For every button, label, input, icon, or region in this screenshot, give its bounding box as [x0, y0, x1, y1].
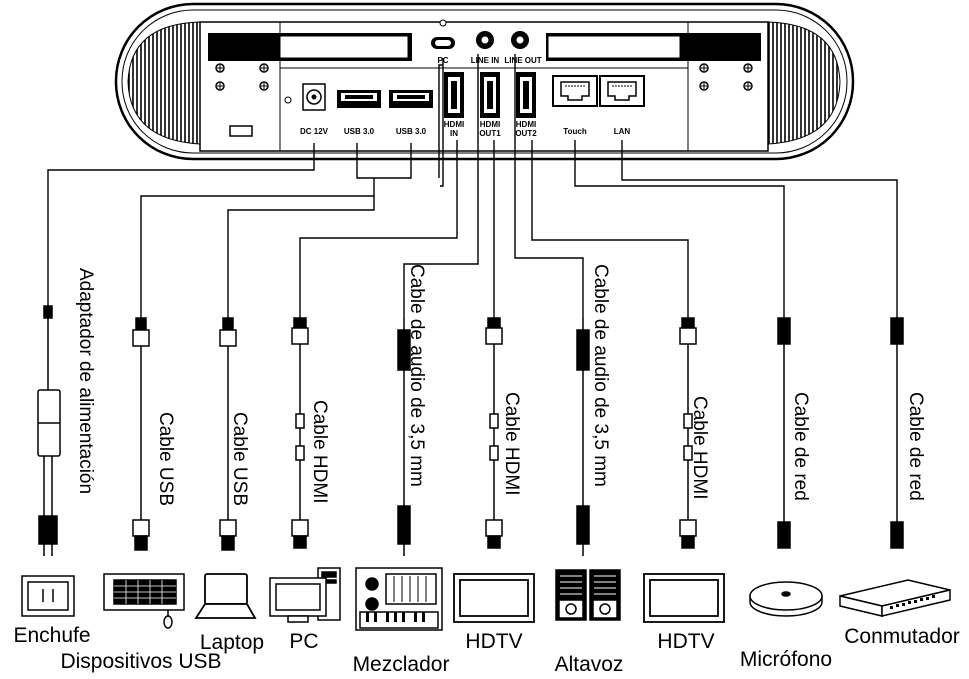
cable-label-audio-2: Cable de audio de 3,5 mm — [590, 264, 611, 487]
wire-lan — [621, 140, 898, 318]
wire-hdmi-in — [299, 140, 458, 318]
device-label-pc: PC — [289, 630, 318, 653]
cable-label-usb-1: Cable USB — [155, 412, 176, 506]
cable-label-network-1: Cable de red — [790, 392, 811, 501]
cable-label-hdmi-3: Cable HDMI — [689, 396, 710, 499]
usb-cable-1 — [132, 317, 150, 551]
hdmi-cable-2 — [485, 317, 503, 549]
hdmi-out1-port — [480, 72, 500, 118]
outlet-icon — [21, 575, 75, 617]
microphone-icon — [749, 581, 823, 617]
device-label-microphone: Micrófono — [740, 648, 832, 671]
audio-cable-2 — [576, 318, 590, 556]
cable-label-power: Adaptador de alimentación — [75, 268, 96, 494]
laptop-icon — [194, 573, 257, 619]
network-cable-2 — [890, 317, 904, 549]
hdtv-icon-2 — [643, 573, 725, 623]
device-label-mixer: Mezclador — [353, 653, 450, 676]
routing-wires — [47, 54, 898, 318]
hdmi-out2-port — [516, 72, 536, 118]
right-speaker-grille — [767, 21, 841, 145]
line-in-label: LINE IN — [471, 56, 500, 65]
mixer-icon — [355, 567, 443, 631]
cable-label-usb-2: Cable USB — [229, 412, 250, 506]
hdmi-out1-label-line1: HDMI — [480, 120, 500, 129]
hdmi-out2-label-line1: HDMI — [516, 120, 536, 129]
dc-port-label: DC 12V — [300, 127, 329, 136]
audio-cable-1 — [397, 318, 411, 556]
network-cable-1 — [777, 317, 791, 549]
power-adapter-cable — [37, 305, 61, 556]
cable-label-hdmi-1: Cable HDMI — [309, 400, 330, 503]
usb-port-2-label: USB 3.0 — [396, 127, 427, 136]
device-label-usb-devices: Dispositivos USB — [60, 650, 221, 673]
lan-port-label: LAN — [614, 127, 631, 136]
touch-port — [552, 75, 598, 107]
pc-port — [431, 37, 455, 49]
wire-touch — [574, 140, 785, 318]
device-rear-panel: PC LINE IN LINE OUT DC 12V USB 3.0 USB 3… — [114, 2, 855, 161]
wire-power — [47, 143, 315, 308]
usb-cable-2 — [219, 317, 237, 551]
speakers-icon — [555, 569, 621, 621]
wire-line-in — [403, 54, 479, 318]
hdmi-out2-label-line2: OUT2 — [515, 129, 537, 138]
usb-port-1 — [337, 90, 381, 108]
hdmi-in-label-line2: IN — [450, 129, 458, 138]
security-slot — [229, 125, 253, 137]
pc-icon — [269, 567, 341, 623]
wire-usb-2 — [227, 196, 375, 318]
device-label-outlet: Enchufe — [13, 624, 90, 647]
device-label-laptop: Laptop — [200, 631, 264, 654]
wire-hdmi-out2 — [531, 140, 689, 318]
wire-pc-a — [438, 64, 443, 178]
hdmi-in-label-line1: HDMI — [444, 120, 464, 129]
device-label-switch: Conmutador — [844, 625, 960, 648]
dc-port — [302, 83, 326, 111]
keyboard-mouse-icon — [103, 573, 185, 629]
hdtv-icon-1 — [453, 573, 535, 623]
device-label-hdtv-1: HDTV — [465, 630, 522, 653]
line-in-port — [476, 31, 494, 49]
device-label-hdtv-2: HDTV — [657, 630, 714, 653]
wire-usb-1 — [140, 178, 375, 318]
hdmi-cable-1 — [291, 317, 309, 549]
hdmi-cable-3 — [679, 317, 697, 549]
usb-port-2 — [389, 90, 433, 108]
touch-port-label: Touch — [563, 127, 587, 136]
cable-label-hdmi-2: Cable HDMI — [501, 392, 522, 495]
cable-label-network-2: Cable de red — [905, 392, 926, 501]
lan-port — [599, 75, 645, 107]
network-switch-icon — [839, 579, 951, 617]
hdmi-in-port — [444, 72, 464, 118]
left-speaker-grille — [127, 21, 201, 145]
line-out-label: LINE OUT — [504, 56, 541, 65]
line-out-port — [511, 31, 529, 49]
wire-usb-bracket — [356, 143, 412, 179]
usb-port-1-label: USB 3.0 — [344, 127, 375, 136]
hdmi-out1-label-line2: OUT1 — [479, 129, 501, 138]
wire-line-out — [514, 54, 584, 318]
cable-label-audio-1: Cable de audio de 3,5 mm — [406, 264, 427, 487]
wire-pc — [440, 58, 444, 187]
device-label-speakers: Altavoz — [555, 653, 624, 676]
